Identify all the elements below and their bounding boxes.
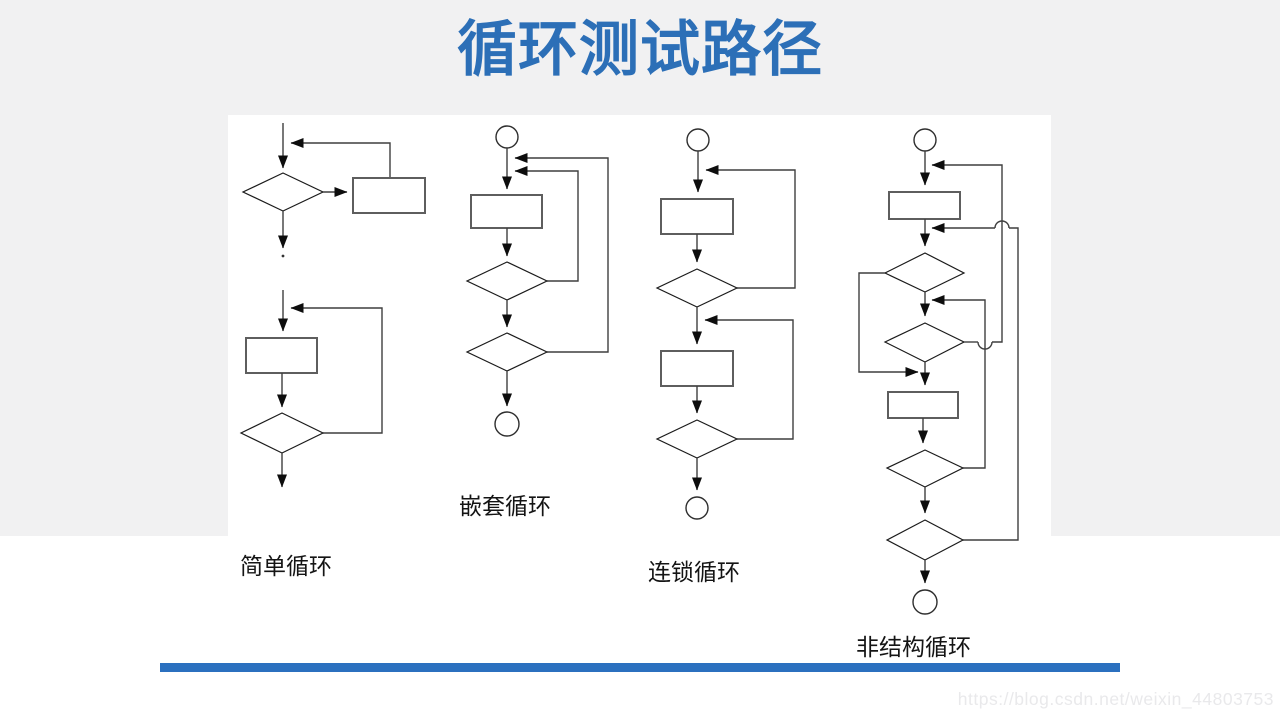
- process-box: [660, 198, 734, 235]
- inner-loop-back-line: [514, 166, 579, 282]
- process-box: [887, 391, 959, 419]
- line-hop: [977, 341, 993, 350]
- decision-diamond: [883, 322, 966, 363]
- loop-back-line: [963, 227, 1019, 541]
- page-title: 循环测试路径: [457, 16, 823, 83]
- loop-back-line: [705, 165, 796, 289]
- label-concatenated-loop: 连锁循环: [648, 560, 740, 586]
- decision-diamond: [465, 261, 549, 301]
- process-box: [660, 350, 734, 387]
- decision-diamond: [239, 412, 325, 454]
- end-circle: [685, 496, 709, 520]
- process-box: [888, 191, 961, 220]
- concatenated-loop-flowchart: [655, 128, 796, 520]
- process-box: [352, 177, 426, 214]
- outer-loop-back-line: [514, 153, 609, 353]
- decision-diamond: [465, 332, 549, 372]
- nested-loop-flowchart: [465, 125, 609, 437]
- bottom-divider-bar: [160, 663, 1120, 672]
- flow-dot: [281, 254, 285, 258]
- decision-diamond: [655, 419, 739, 459]
- flowcharts-svg: [239, 123, 1019, 615]
- bottom-area: [0, 536, 1280, 720]
- process-box: [245, 337, 318, 374]
- decision-diamond: [885, 449, 965, 488]
- branch-line: [858, 272, 919, 377]
- start-circle: [686, 128, 710, 152]
- label-simple-loop: 简单循环: [240, 554, 332, 580]
- unstructured-loop-flowchart: [858, 128, 1019, 615]
- end-circle: [494, 411, 520, 437]
- decision-diamond: [885, 519, 965, 561]
- label-nested-loop: 嵌套循环: [459, 494, 551, 520]
- loop-back-line: [290, 303, 383, 434]
- start-circle: [913, 128, 937, 152]
- loop-back-line: [704, 315, 794, 440]
- decision-diamond: [241, 172, 325, 212]
- label-unstructured-loop: 非结构循环: [856, 635, 971, 661]
- end-circle: [912, 589, 938, 615]
- loop-back-line: [931, 160, 1003, 343]
- watermark: https://blog.csdn.net/weixin_44803753: [957, 689, 1274, 709]
- simple-loop-flowchart: [239, 123, 426, 488]
- loop-back-line: [290, 138, 391, 178]
- loop-back-line: [931, 295, 986, 469]
- decision-diamond: [655, 268, 739, 308]
- process-box: [470, 194, 543, 229]
- decision-diamond: [883, 252, 966, 293]
- start-circle: [495, 125, 519, 149]
